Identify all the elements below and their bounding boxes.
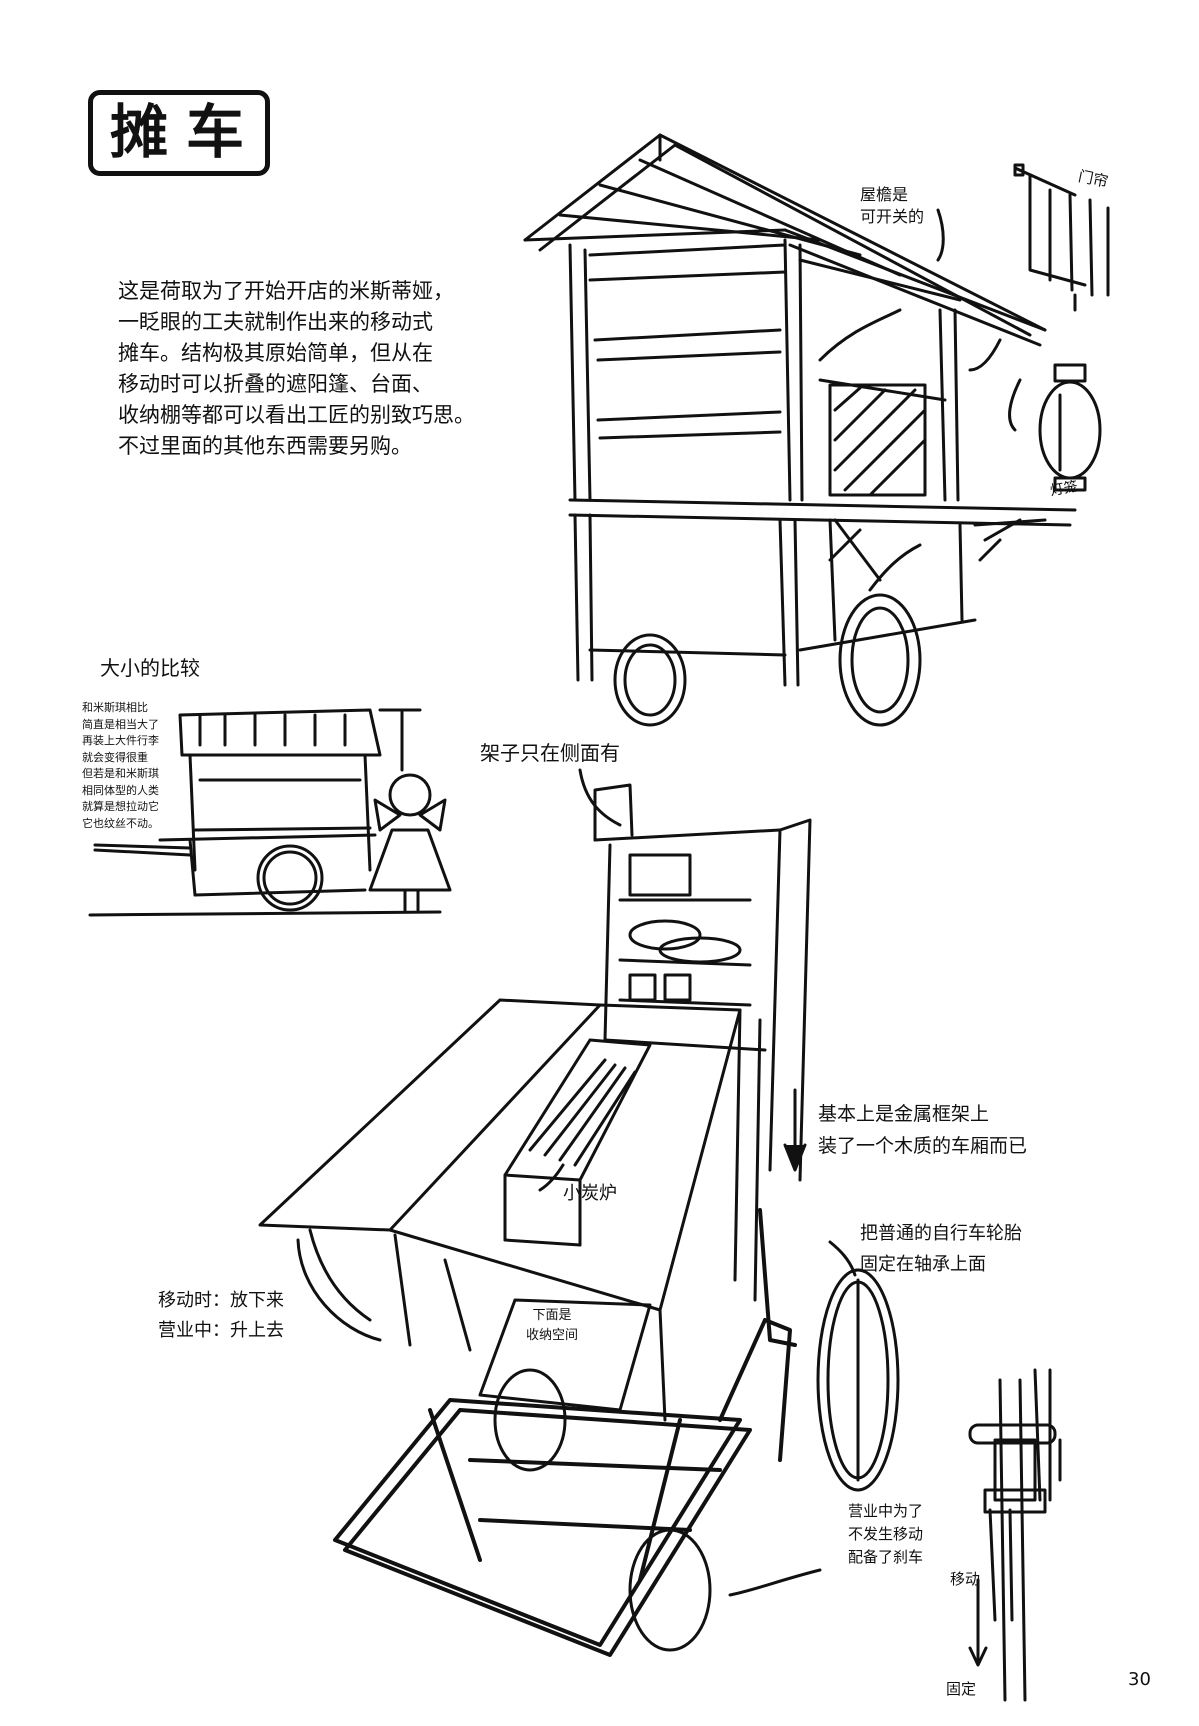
frame-annotation: 基本上是金属框架上 装了一个木质的车厢而已	[818, 1103, 1028, 1157]
size-comparison-title: 大小的比较	[100, 656, 200, 680]
stall-cart-drawing	[523, 133, 1077, 727]
frame-cart-drawing	[258, 768, 900, 1657]
stove-annotation: 小炭炉	[563, 1183, 617, 1204]
intro-paragraph: 这是荷取为了开始开店的米斯蒂娅， 一眨眼的工夫就制作出来的移动式 摊车。结构极其…	[118, 279, 475, 458]
brake-annotation: 营业中为了 不发生移动 配备了刹车	[848, 1502, 924, 1566]
size-comparison-drawing	[88, 708, 452, 917]
page-title: 摊车	[110, 98, 263, 166]
title-frame	[88, 90, 270, 176]
tire-annotation: 把普通的自行车轮胎 固定在轴承上面	[860, 1223, 1022, 1275]
curtain-lantern-drawing	[1013, 163, 1110, 492]
roof-annotation: 屋檐是 可开关的	[860, 185, 925, 226]
page-number: 30	[1128, 1669, 1151, 1690]
fold-annotation: 移动时：放下来 营业中：升上去	[158, 1290, 284, 1341]
fix-annotation: 固定	[946, 1680, 977, 1698]
brake-detail-drawing	[968, 1368, 1062, 1702]
size-comparison-note: 和米斯琪相比 简直是相当大了 再装上大件行李 就会变得很重 但若是和米斯琪 相同…	[82, 701, 159, 830]
storage-annotation: 下面是 收纳空间	[526, 1308, 579, 1343]
shelf-annotation: 架子只在侧面有	[480, 741, 620, 765]
move-annotation: 移动	[950, 1570, 981, 1588]
